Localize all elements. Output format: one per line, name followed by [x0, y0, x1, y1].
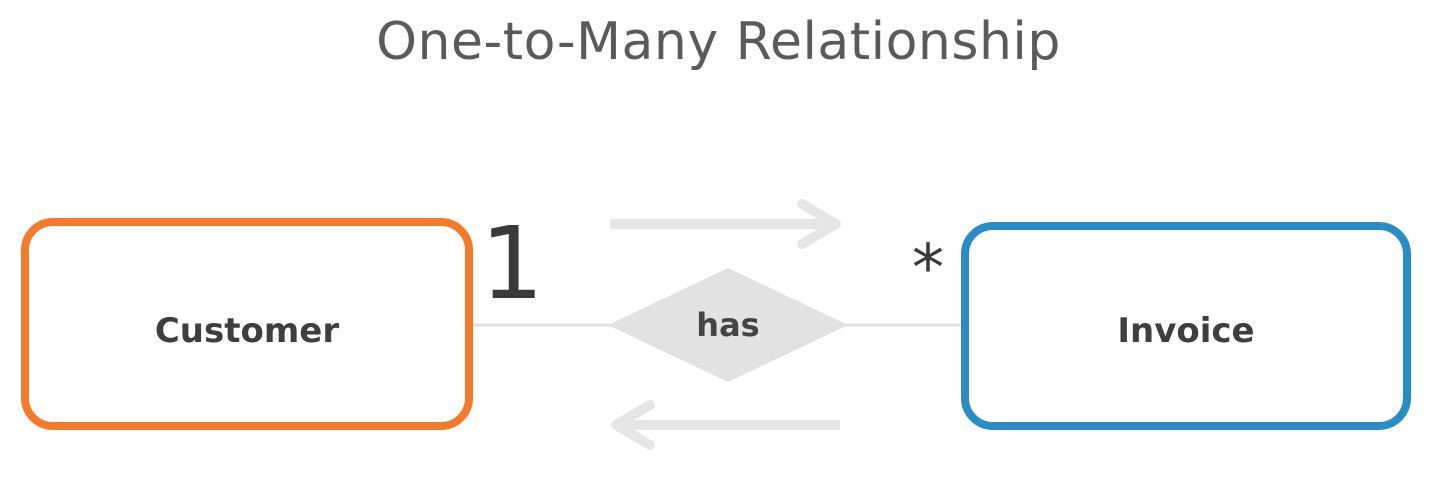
invoice-entity-label: Invoice: [1117, 311, 1254, 351]
customer-entity-box: [21, 218, 473, 430]
diagram-title: One-to-Many Relationship: [376, 12, 1061, 72]
relationship-label: has: [696, 306, 759, 344]
multiplicity-many: *: [912, 232, 944, 306]
arrow-left-icon: [611, 400, 840, 450]
multiplicity-one: 1: [480, 205, 544, 322]
customer-entity-label: Customer: [155, 311, 339, 351]
relationship-diamond: [608, 268, 848, 382]
invoice-entity-box: [961, 222, 1411, 430]
arrow-right-icon: [610, 199, 841, 249]
